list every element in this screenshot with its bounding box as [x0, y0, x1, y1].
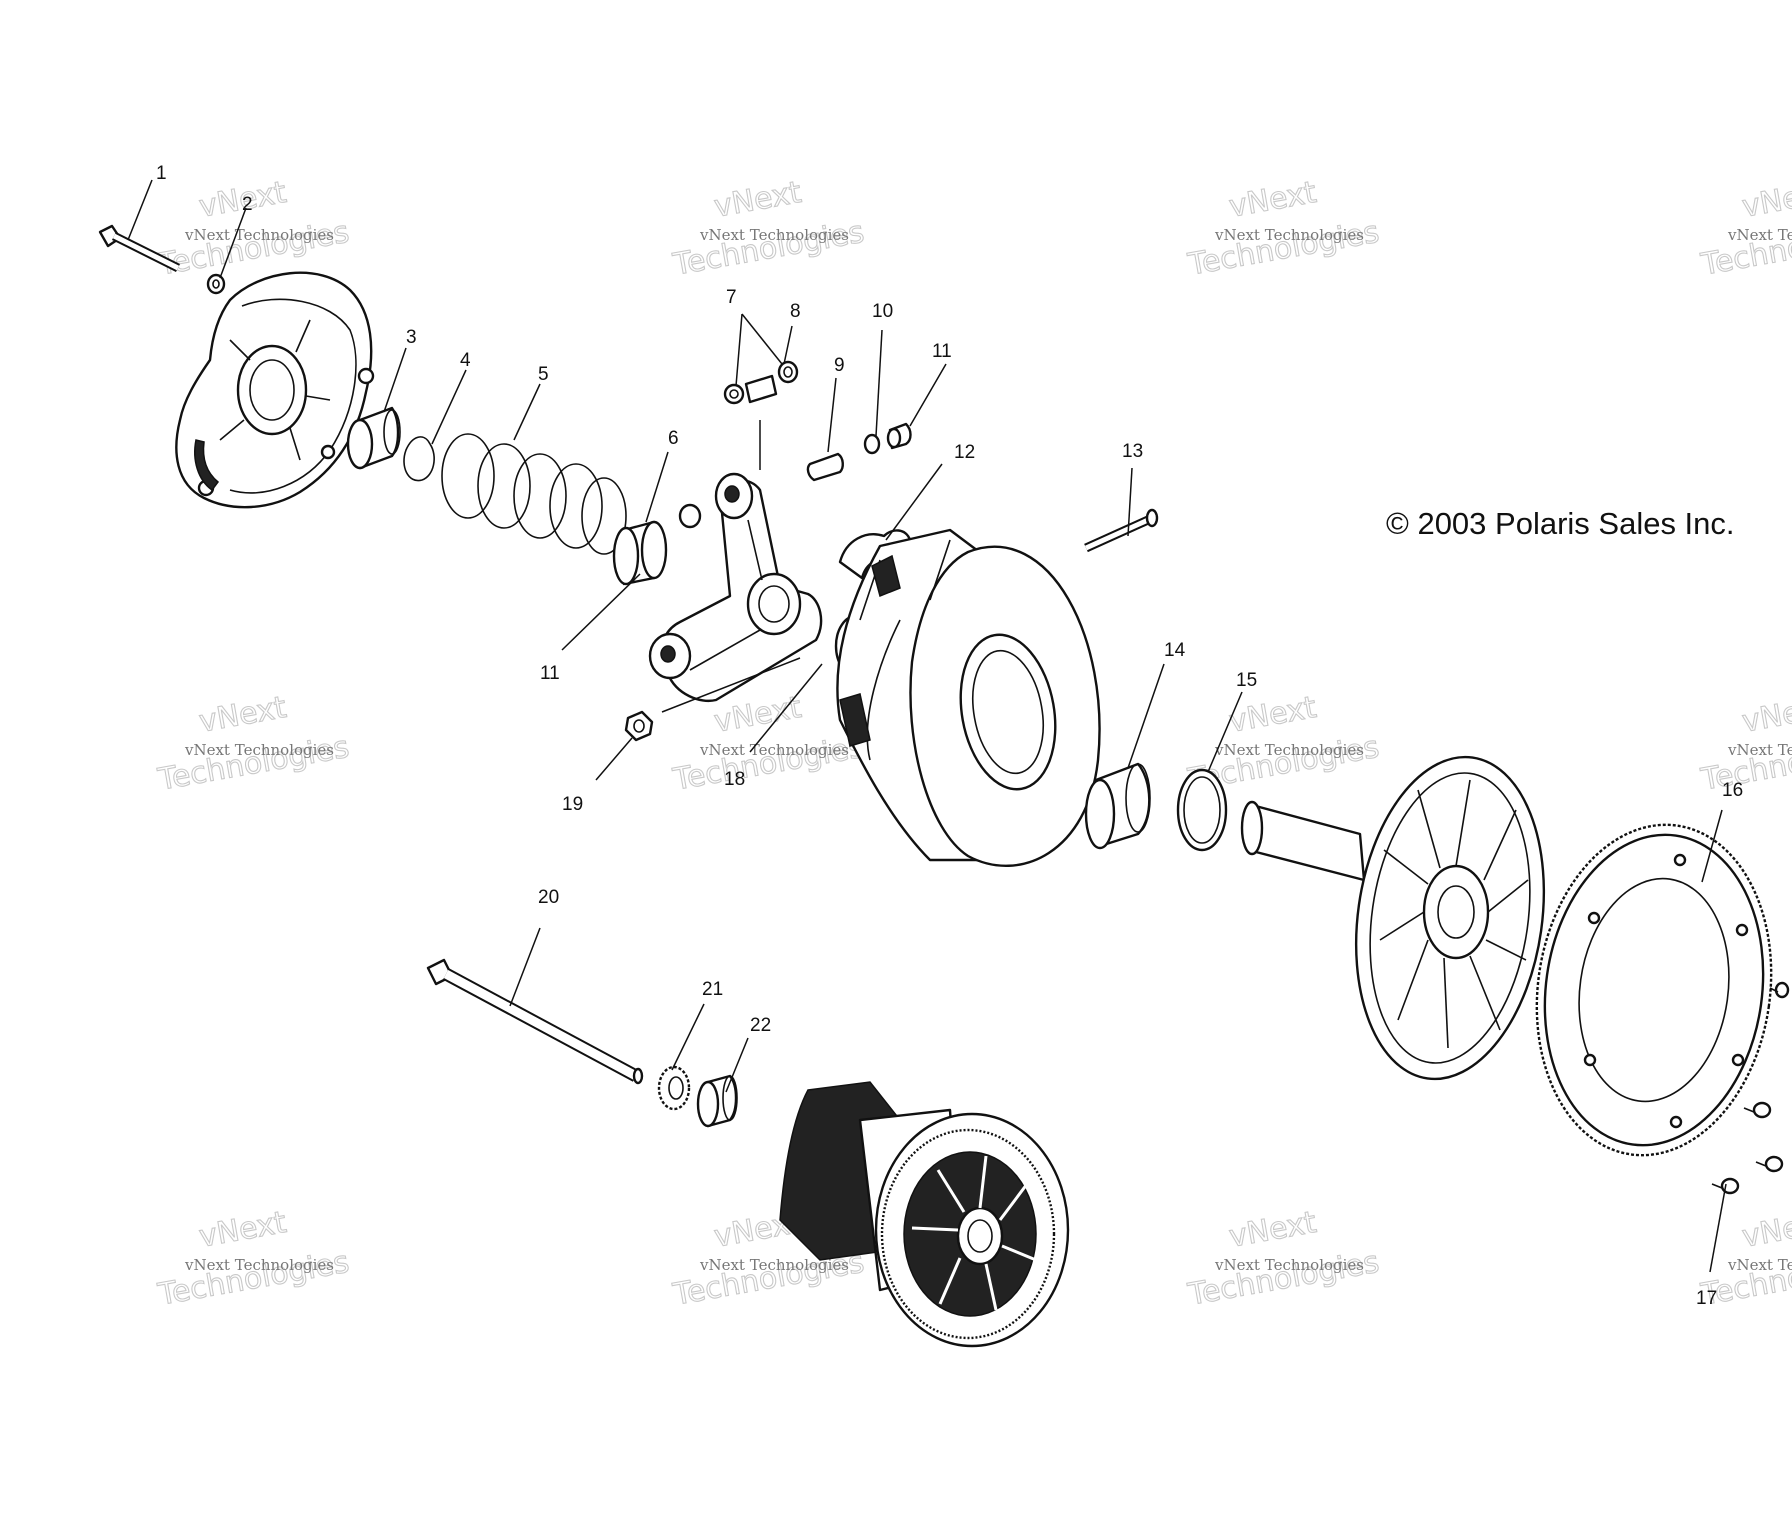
svg-text:vNext Technologies: vNext Technologies [184, 1256, 334, 1274]
watermark: vNext Technologies vNext Technologies [1697, 174, 1792, 283]
svg-text:vNext Technologies: vNext Technologies [1727, 1256, 1792, 1274]
part-9-pin [806, 452, 844, 482]
callout-19: 19 [562, 794, 583, 815]
callout-4: 4 [460, 350, 471, 371]
part-cover [175, 271, 375, 509]
part-fixed-sheave [1240, 755, 1546, 1081]
part-20-bolt [426, 958, 644, 1085]
svg-text:Technologies: Technologies [1185, 1245, 1382, 1313]
svg-text:vNext: vNext [1740, 175, 1792, 225]
callout-20: 20 [538, 887, 559, 908]
callout-2: 2 [242, 194, 253, 215]
callout-22: 22 [750, 1015, 771, 1036]
part-17-screws [1711, 981, 1790, 1195]
part-10-washer [863, 433, 881, 455]
svg-text:vNext Technologies: vNext Technologies [1727, 741, 1792, 759]
callout-labels: 1 2 3 4 5 6 7 8 9 10 11 11 12 13 14 15 1… [156, 163, 1743, 1309]
svg-text:vNext Technologies: vNext Technologies [1214, 226, 1364, 244]
copyright-notice: © 2003 Polaris Sales Inc. [1386, 506, 1735, 541]
callout-21: 21 [702, 979, 723, 1000]
watermark: vNext Technologies vNext Technologies [1184, 1204, 1382, 1313]
callout-17: 17 [1696, 1288, 1717, 1309]
callout-10: 10 [872, 301, 893, 322]
part-14-bushing [1084, 762, 1151, 850]
svg-text:vNext: vNext [1740, 1205, 1792, 1255]
watermark: vNext Technologies vNext Technologies [154, 174, 352, 283]
callout-7: 7 [726, 287, 737, 308]
part-7-washer [723, 383, 745, 405]
callout-18: 18 [724, 769, 745, 790]
part-13-pin [1084, 508, 1159, 553]
part-2-washer [206, 273, 226, 295]
callout-13: 13 [1122, 441, 1143, 462]
callout-11b: 11 [540, 663, 560, 684]
svg-text:vNext Technologies: vNext Technologies [1214, 1256, 1364, 1274]
part-16-ring-gear [1535, 823, 1773, 1157]
svg-text:Technologies: Technologies [155, 1245, 352, 1313]
part-6-cup [612, 520, 668, 586]
part-11-bushing [886, 422, 912, 450]
callout-1: 1 [156, 163, 167, 184]
callout-15: 15 [1236, 670, 1257, 691]
part-5-spring [441, 433, 627, 555]
part-21-star-washer [657, 1065, 691, 1111]
callout-14: 14 [1164, 640, 1186, 661]
leader-lines [127, 179, 1727, 1273]
part-moveable-sheave [836, 528, 1101, 867]
svg-text:vNext Technologies: vNext Technologies [1214, 741, 1364, 759]
svg-text:vNext Technologies: vNext Technologies [699, 226, 849, 244]
svg-text:vNext: vNext [1227, 175, 1320, 225]
callout-11a: 11 [932, 341, 952, 362]
svg-text:Technologies: Technologies [670, 215, 867, 283]
callout-16: 16 [1722, 780, 1743, 801]
svg-text:Technologies: Technologies [1698, 730, 1792, 798]
part-8-roller [744, 360, 799, 404]
svg-text:vNext: vNext [1227, 1205, 1320, 1255]
part-3-bushing [346, 406, 401, 470]
svg-text:Technologies: Technologies [1185, 215, 1382, 283]
svg-text:vNext: vNext [712, 690, 805, 740]
watermark: vNext Technologies vNext Technologies [154, 689, 352, 798]
watermark: vNext Technologies vNext Technologies [1697, 689, 1792, 798]
part-15-ring [1176, 768, 1228, 852]
svg-text:vNext: vNext [712, 175, 805, 225]
part-1-bolt [98, 224, 181, 273]
svg-text:vNext Technologies: vNext Technologies [699, 1256, 849, 1274]
callout-9: 9 [834, 355, 845, 376]
callout-12: 12 [954, 442, 975, 463]
svg-text:vNext: vNext [197, 690, 290, 740]
watermark: vNext Technologies vNext Technologies [669, 174, 867, 283]
svg-text:vNext: vNext [197, 1205, 290, 1255]
watermark: vNext Technologies vNext Technologies [154, 1204, 352, 1313]
part-spacer [678, 503, 702, 529]
part-spider-arm [648, 472, 823, 703]
callout-3: 3 [406, 327, 417, 348]
callout-6: 6 [668, 428, 679, 449]
watermark: vNext Technologies vNext Technologies [1184, 174, 1382, 283]
svg-text:Technologies: Technologies [1698, 215, 1792, 283]
callout-8: 8 [790, 301, 801, 322]
svg-text:vNext Technologies: vNext Technologies [184, 741, 334, 759]
svg-text:vNext Technologies: vNext Technologies [184, 226, 334, 244]
part-assembled-clutch [779, 1081, 1070, 1348]
svg-text:vNext: vNext [1740, 690, 1792, 740]
callout-5: 5 [538, 364, 549, 385]
svg-text:Technologies: Technologies [670, 730, 867, 798]
part-22-bushing [696, 1074, 738, 1128]
svg-text:vNext Technologies: vNext Technologies [699, 741, 849, 759]
svg-text:vNext Technologies: vNext Technologies [1727, 226, 1792, 244]
svg-text:Technologies: Technologies [155, 215, 352, 283]
part-4-snap-ring [403, 436, 435, 482]
svg-text:Technologies: Technologies [155, 730, 352, 798]
part-19-nut [624, 710, 654, 742]
